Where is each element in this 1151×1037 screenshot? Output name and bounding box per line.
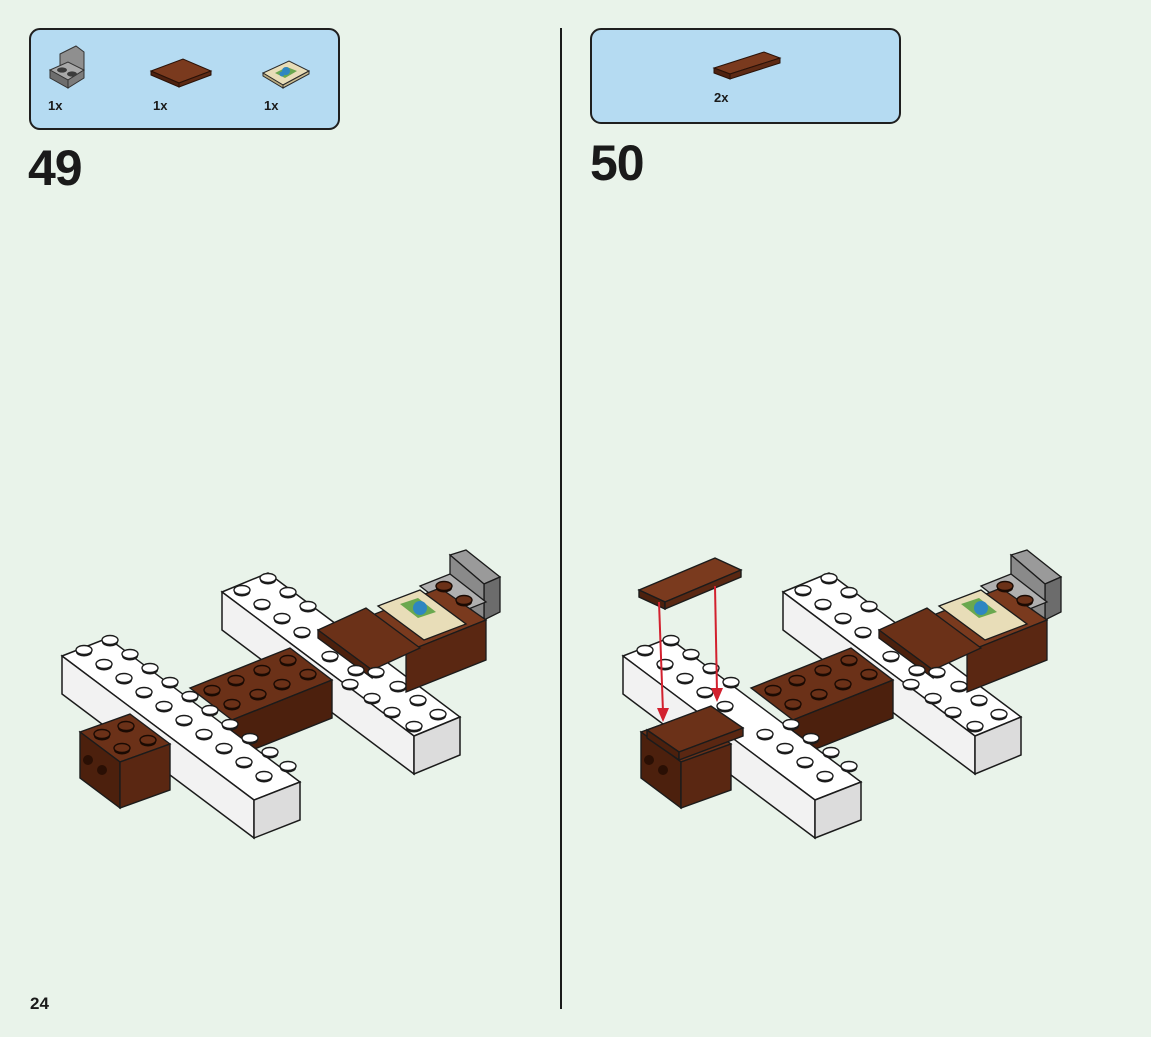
quantity-label: 1x [48, 98, 63, 113]
map-tile-assembled [937, 589, 1029, 641]
map-tile-assembled [376, 589, 468, 641]
parts-list-step-50: 2x [590, 28, 901, 124]
placement-arrow [657, 601, 669, 722]
brown-plate-floating [637, 557, 743, 611]
page-divider [560, 28, 562, 1009]
quantity-label: 2x [714, 90, 729, 105]
step-49-assembly-illustration [60, 549, 502, 840]
page-number: 24 [30, 994, 49, 1013]
step-number: 50 [590, 135, 645, 191]
brown-plate-icon [149, 58, 213, 88]
map-tile-icon [261, 60, 311, 89]
parts-list-step-49: 1x 1x 1x [29, 28, 340, 130]
quantity-label: 1x [153, 98, 168, 113]
step-number: 49 [28, 140, 83, 196]
brown-plate-placed [645, 705, 745, 762]
quantity-label: 1x [264, 98, 279, 113]
brown-flat-plate-icon [712, 51, 782, 80]
placement-arrow [711, 585, 723, 702]
grey-bracket-plate-icon [48, 45, 86, 89]
step-50-assembly-illustration [621, 549, 1063, 840]
